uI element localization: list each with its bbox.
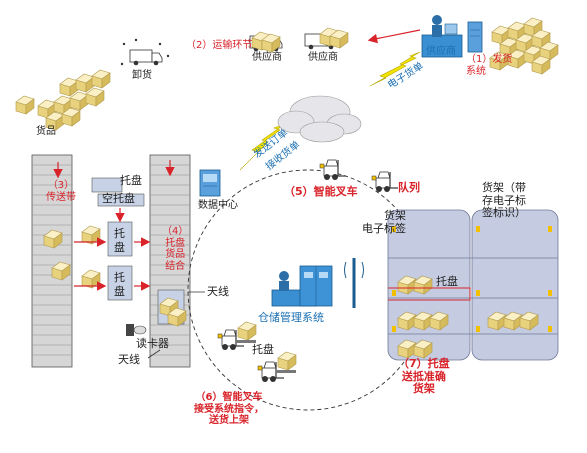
forklift-pallet-boxes (236, 321, 297, 373)
highlight-pallet (388, 287, 471, 301)
arrow-to-transport (367, 29, 421, 44)
wms-label: 仓储管理系统 (258, 311, 324, 324)
pallet-column (91, 177, 185, 325)
step2-label: （2）运输环节 (186, 40, 253, 51)
supplier-truck-1 (249, 31, 283, 53)
antenna-icon (344, 258, 364, 308)
lightning-icon (239, 123, 286, 171)
reader-label: 读卡器 (136, 337, 169, 350)
empty-pallet-label: 空托盘 (102, 192, 135, 205)
conveyor-left (31, 154, 73, 368)
queue-label: 队列 (398, 181, 420, 194)
conveyor-arrows (53, 160, 175, 291)
fork-pallet-label: 托盘 (252, 343, 274, 356)
goods-label: 货品 (36, 126, 56, 137)
wms-station (271, 265, 333, 307)
antenna1-label: 天线 (207, 285, 229, 298)
shelf-note-label: 货架（带 存电子标 签标识） (482, 181, 526, 220)
data-center-server (199, 169, 221, 197)
pallet-top-label: 托盘 (120, 174, 142, 187)
antenna2-label: 天线 (118, 353, 140, 366)
pallet-mid2-label: 盘 (114, 241, 125, 254)
conveyor-right (149, 154, 191, 368)
lightning-icon (369, 51, 421, 87)
step1-label: （1）发货 系统 (466, 54, 513, 77)
cloud-icon (277, 95, 362, 143)
step5-label: （5）智能叉车 (284, 185, 358, 198)
step7-label: （7）托盘 送抵准确 货架 (398, 357, 450, 396)
pallet-mid1-label: 托 (114, 227, 125, 240)
shelf-tag-label: 货架 电子标签 (362, 209, 406, 235)
supplier2-label: 供应商 (308, 52, 338, 63)
forklift-icon (319, 159, 347, 181)
goods-pile-top-left (15, 69, 111, 131)
supplier-truck-2 (304, 27, 349, 50)
pallet-lower1-label: 托 (114, 271, 125, 284)
step6-label: （6）智能叉车 接受系统指令， 送货上架 (194, 392, 264, 426)
shelf-pallet-label: 托盘 (436, 275, 458, 288)
step4-label: （4） 托盘 货品 结合 (162, 226, 189, 272)
truck-icon (129, 49, 163, 66)
forklift-icon (371, 171, 399, 193)
step3-label: （3） 传送带 (46, 180, 76, 203)
supplier1-label: 供应商 (252, 52, 282, 63)
server-icon (467, 21, 483, 53)
supplier3-label: 供应商 (426, 46, 456, 57)
person-icon (432, 15, 442, 37)
data-center-label: 数据中心 (198, 200, 238, 211)
pallet-lower2-label: 盘 (114, 285, 125, 298)
computer-icon (444, 23, 458, 35)
unload-label: 卸货 (132, 70, 152, 81)
card-reader-icon (126, 324, 147, 336)
unload-dots (120, 38, 170, 66)
antenna-line-2 (147, 349, 161, 359)
supplier-workstation (421, 15, 483, 58)
